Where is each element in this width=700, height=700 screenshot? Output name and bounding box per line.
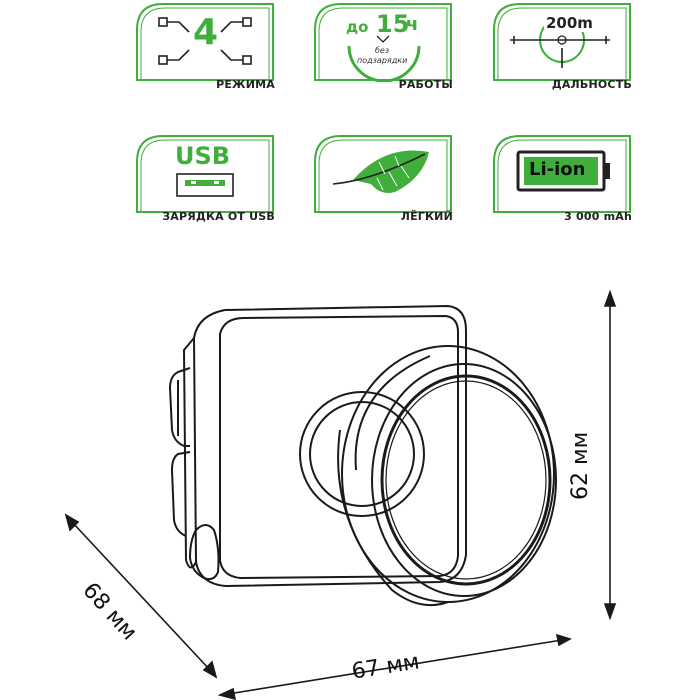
feature-modes: 4 РЕЖИМА	[135, 0, 285, 91]
badge-frame	[136, 3, 274, 81]
feature-light: ЛЁГКИЙ	[313, 132, 463, 223]
battery-caption: 3 000 mAh	[564, 210, 632, 223]
runtime-note-2: подзарядки	[357, 56, 408, 65]
runtime-prefix: до	[346, 18, 369, 36]
badge-frame	[136, 135, 274, 213]
housing-front-face	[219, 315, 459, 579]
depth-arrow-line	[71, 521, 211, 671]
clock-icon	[347, 35, 421, 82]
strap-clip-upper	[169, 367, 191, 447]
light-caption: ЛЁГКИЙ	[400, 210, 453, 223]
depth-arrow-start	[64, 513, 80, 532]
mode-arrows-icon	[158, 17, 252, 65]
height-dimension: 62 мм	[568, 431, 593, 500]
badge-frame	[314, 135, 452, 213]
modes-caption: РЕЖИМА	[216, 78, 275, 91]
usb-caption: ЗАРЯДКА ОТ USB	[162, 210, 275, 223]
height-arrow-top	[603, 289, 617, 307]
depth-arrow-end	[202, 660, 218, 679]
runtime-caption: РАБОТЫ	[398, 78, 453, 91]
power-button	[189, 524, 220, 581]
badge-frame	[314, 3, 452, 81]
battery-type: Li-ion	[529, 159, 586, 180]
feature-usb: USB ЗАРЯДКА ОТ USB	[135, 132, 285, 223]
housing-outline	[193, 305, 467, 587]
height-arrow-bottom	[603, 603, 617, 621]
usb-port-icon	[176, 173, 234, 197]
feature-range: 200m ДАЛЬНОСТЬ	[492, 0, 642, 91]
feature-battery: Li-ion 3 000 mAh	[492, 132, 642, 223]
width-arrow-end	[555, 633, 573, 647]
badge-frame	[493, 3, 631, 81]
usb-label: USB	[175, 142, 231, 170]
lens-bezel-ring	[371, 363, 557, 597]
range-value: 200m	[544, 14, 595, 32]
runtime-hours: 15	[376, 10, 410, 38]
side-wall	[183, 337, 197, 569]
strap-clip-lower	[171, 451, 191, 537]
width-arrow-start	[217, 687, 237, 700]
width-arrow-line	[227, 639, 563, 695]
modes-count: 4	[193, 12, 219, 53]
runtime-note-1: без	[375, 46, 390, 55]
range-caption: ДАЛЬНОСТЬ	[551, 78, 632, 91]
lens-bezel-side	[354, 355, 431, 471]
feather-icon	[332, 150, 429, 193]
runtime-unit: ч	[406, 14, 419, 35]
lens-boss-outer	[299, 391, 425, 517]
lens-glass	[385, 380, 547, 580]
lens-bezel-rim	[337, 429, 449, 606]
lens-boss-inner	[309, 401, 415, 507]
feature-runtime: до 15 ч без подзарядки РАБОТЫ	[313, 0, 463, 91]
badge-frame	[493, 135, 631, 213]
battery-icon	[516, 150, 610, 192]
lens-bezel-outer	[341, 345, 555, 603]
lens-glass-rim	[380, 374, 552, 586]
